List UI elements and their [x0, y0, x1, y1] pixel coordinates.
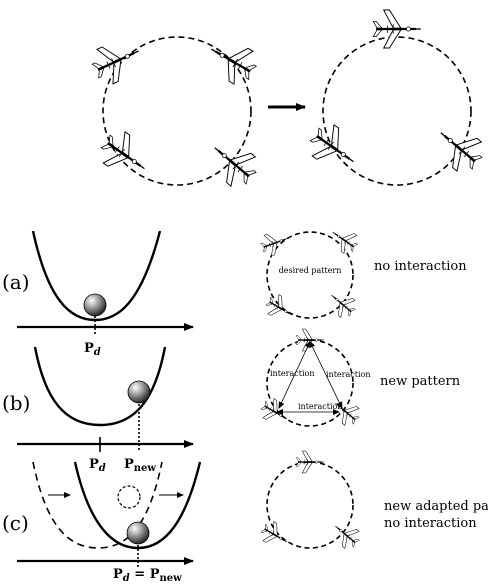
no-interaction-label-2: no interaction [384, 516, 477, 531]
aircraft-icon [295, 450, 325, 474]
panel-a: (a) Pd [2, 230, 194, 358]
label-pd: Pd [89, 457, 106, 474]
label-pd: Pd [84, 341, 101, 358]
formation-circle [266, 339, 354, 427]
panel-label-c: (c) [2, 511, 29, 535]
aircraft-icon [261, 290, 299, 326]
aircraft-icon [302, 117, 366, 179]
new-adapted-pattern-label: new adapted pattern [384, 499, 488, 514]
top-right-formation [302, 8, 488, 186]
panel-label-b: (b) [2, 391, 30, 415]
adapted-pattern-formation [256, 450, 365, 553]
interaction-line-right [309, 340, 343, 409]
aircraft-icon [200, 31, 264, 91]
aircraft-icon [295, 328, 325, 352]
aircraft-icon [93, 124, 157, 186]
aircraft-icon [256, 517, 294, 553]
desired-pattern-formation: desired pattern [257, 222, 363, 326]
label-pnew: Pnew [124, 457, 156, 474]
ball-icon [83, 293, 107, 317]
top-left-formation [86, 31, 265, 194]
panel-b: (b) Pd Pnew [2, 346, 194, 474]
formation-circle [266, 231, 354, 319]
ball-icon [126, 521, 150, 545]
aircraft-icon [323, 286, 361, 322]
aircraft-icon [325, 222, 363, 258]
panel-label-a: (a) [2, 270, 30, 294]
aircraft-icon [327, 517, 365, 553]
interaction-line-left [278, 340, 311, 409]
new-pattern-formation: interaction interaction interaction [256, 328, 370, 430]
interaction-label-bottom: interaction [298, 402, 342, 411]
aircraft-icon [372, 8, 422, 50]
panel-c: (c) Pd = Pnew [2, 461, 202, 584]
formation-circle [322, 36, 472, 186]
no-interaction-label: no interaction [374, 259, 467, 274]
aircraft-icon [427, 117, 488, 179]
label-pd-equals-pnew: Pd = Pnew [113, 567, 182, 584]
ball-icon [127, 380, 151, 404]
old-ball-position [117, 485, 141, 509]
aircraft-icon [201, 132, 265, 194]
formation-circle [102, 36, 252, 186]
new-pattern-label: new pattern [380, 374, 461, 389]
aircraft-icon [86, 32, 148, 90]
interaction-label-left: interaction [270, 369, 314, 378]
desired-pattern-label: desired pattern [279, 266, 342, 275]
aircraft-icon [257, 227, 293, 259]
potential-well [33, 346, 167, 427]
new-potential-well [73, 461, 202, 550]
formation-circle [266, 461, 354, 549]
interaction-label-right: interaction [326, 370, 370, 379]
